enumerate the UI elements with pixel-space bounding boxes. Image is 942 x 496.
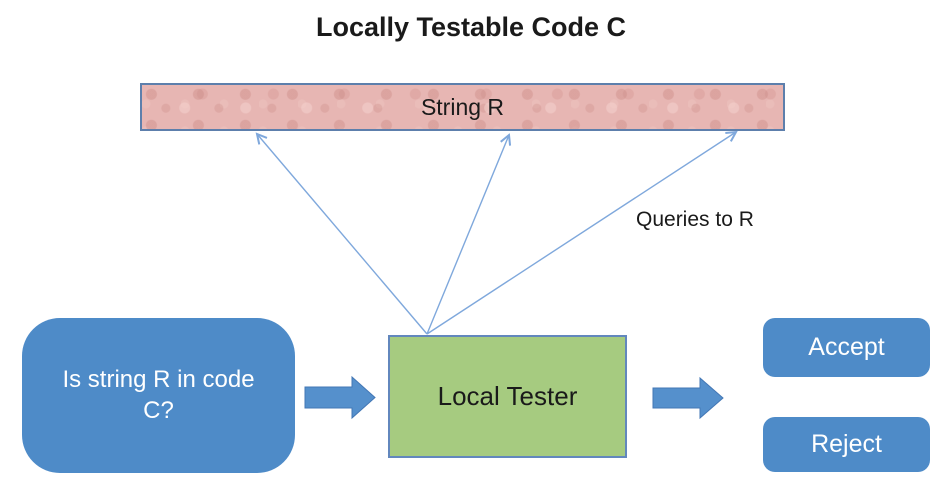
queries-to-r-label: Queries to R — [636, 208, 754, 231]
string-r-label: String R — [420, 93, 505, 120]
local-tester-label: Local Tester — [437, 381, 578, 411]
output-block-arrow — [652, 376, 724, 420]
question-box: Is string R in code C? — [22, 318, 295, 473]
accept-box: Accept — [763, 318, 930, 377]
string-r-box: String R — [140, 83, 785, 131]
reject-label: Reject — [811, 430, 882, 458]
input-block-arrow — [304, 375, 376, 420]
query-arrow-left-line — [257, 134, 428, 335]
accept-label: Accept — [808, 333, 885, 361]
query-arrow-right-line — [426, 132, 736, 335]
local-tester-box: Local Tester — [388, 335, 627, 458]
diagram-title: Locally Testable Code C — [315, 12, 627, 42]
question-label: Is string R in code C? — [62, 365, 255, 424]
query-arrow-middle-line — [426, 135, 509, 335]
reject-box: Reject — [763, 417, 930, 472]
